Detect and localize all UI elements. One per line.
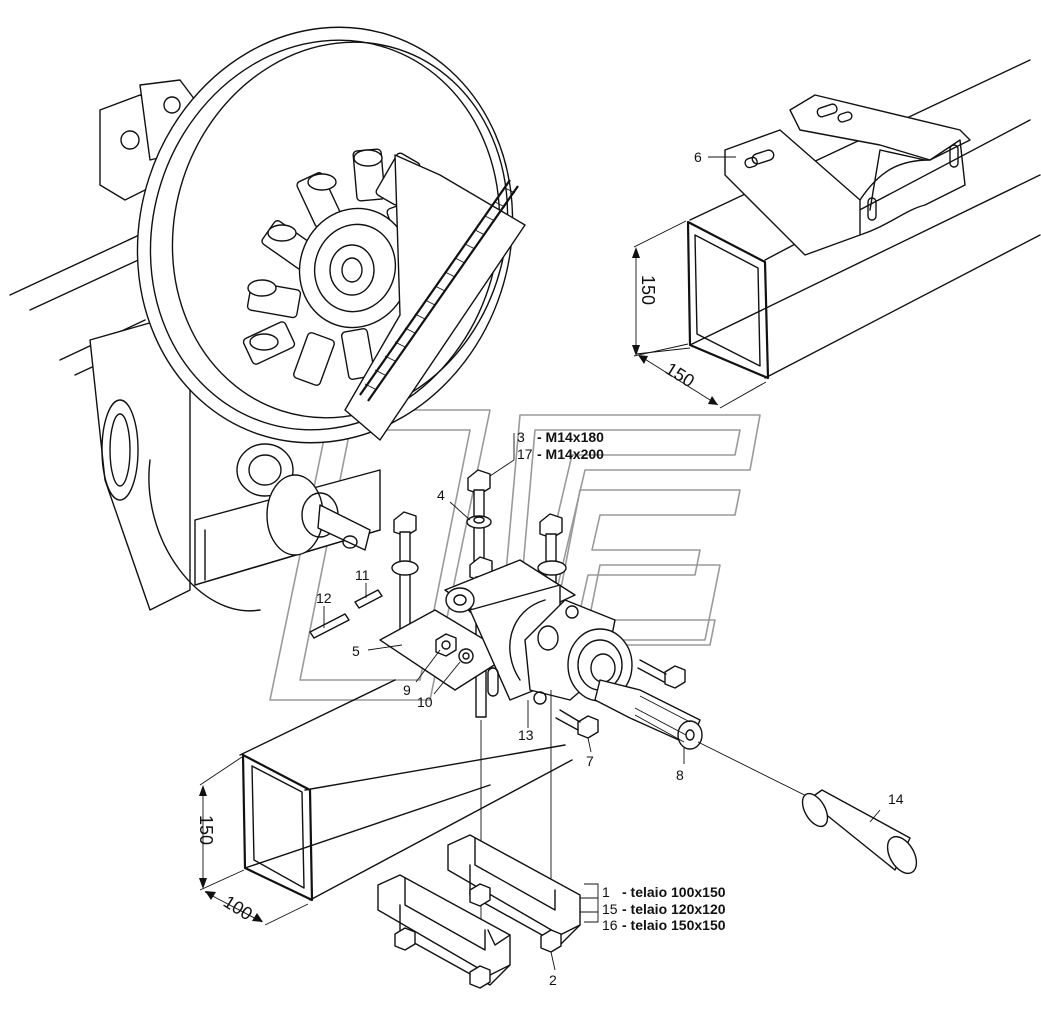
counter-plates — [377, 834, 581, 986]
part-13-flange-bearing — [509, 599, 686, 739]
machine-frame — [9, 79, 381, 612]
bottom-beam-width-dimension: 100 — [220, 891, 256, 924]
label-part-2: 2 — [549, 972, 557, 988]
label-part-14: 14 — [888, 791, 904, 807]
chain-shield — [344, 154, 526, 441]
pins-11-12 — [309, 589, 383, 639]
label-part-5: 5 — [352, 643, 360, 659]
bottom-nuts — [394, 883, 562, 989]
spec-part-1: - telaio 100x150 — [622, 884, 726, 900]
watermark-logo — [269, 409, 761, 701]
label-part-17: 17 — [517, 446, 533, 462]
label-part-3: 3 — [517, 429, 525, 445]
top-beam-height-dimension: 150 — [638, 275, 658, 305]
bottom-beam-height-dimension: 150 — [196, 815, 216, 845]
leader-lines — [323, 433, 881, 971]
top-beam-width-dimension: 150 — [662, 358, 698, 391]
label-part-8: 8 — [676, 767, 684, 783]
spec-part-15: - telaio 120x120 — [622, 901, 726, 917]
spec-part-16: - telaio 150x150 — [622, 917, 726, 933]
part-6-upper-bracket — [724, 94, 971, 256]
label-part-11: 11 — [355, 567, 370, 583]
part-14-sleeve — [801, 789, 918, 875]
label-part-16: 16 — [602, 917, 618, 933]
label-part-12: 12 — [316, 590, 332, 606]
label-part-15: 15 — [602, 901, 618, 917]
bottom-frame-beam — [199, 679, 573, 926]
label-part-1: 1 — [602, 884, 610, 900]
label-part-4: 4 — [437, 487, 445, 503]
label-part-10: 10 — [417, 694, 433, 710]
label-part-6: 6 — [694, 149, 702, 165]
spec-part-3: - M14x180 — [537, 429, 604, 445]
spec-part-17: - M14x200 — [537, 446, 604, 462]
label-part-13: 13 — [518, 727, 534, 743]
label-part-7: 7 — [586, 753, 594, 769]
label-part-9: 9 — [403, 682, 411, 698]
